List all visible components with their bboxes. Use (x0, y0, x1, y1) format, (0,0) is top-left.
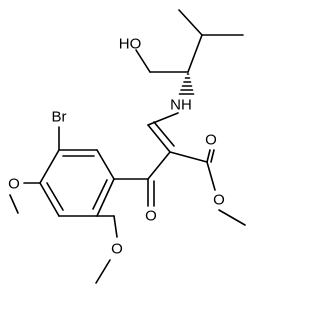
hashed-wedge-bond (178, 73, 195, 95)
bond-o-bottom-to-methyl (95, 259, 111, 284)
bond-ester-c-to-o-double-a (206, 149, 211, 163)
bond-calpha-to-ester-c (169, 151, 208, 163)
isopropyl-group (178, 9, 244, 73)
bond-ch-to-calpha-double (153, 121, 175, 147)
structure-diagram: HO NH Br O O O O O (8, 9, 246, 284)
bond-iso-to-chiral (187, 34, 203, 73)
bond-calpha-to-ketone-c (147, 151, 171, 180)
ketone-group (113, 151, 171, 207)
bond-n-to-ch (147, 112, 179, 126)
molecule-canvas: HO NH Br O O O O O (8, 9, 246, 284)
bond-o-left-to-methyl (9, 194, 19, 214)
ester-carbonyl-o-label: O (205, 132, 217, 149)
bond-ester-c-to-o (206, 161, 216, 191)
hydroxymethyl-group (135, 49, 189, 73)
enamine-chain (147, 112, 179, 153)
amine-label: NH (170, 97, 192, 114)
ketone-o-label: O (145, 208, 157, 225)
ester-group (169, 149, 246, 226)
bond-ring-to-o-bottom (113, 215, 118, 238)
bromine-label: Br (52, 109, 67, 126)
methoxy-left (9, 182, 41, 214)
benzene-ring (39, 149, 115, 217)
hydroxyl-label: HO (119, 36, 142, 53)
bond-ester-c-to-o-double-b (210, 149, 215, 163)
ring-methoxy-bottom-o-label: O (111, 241, 123, 258)
bond-iso-ch3-left (178, 9, 203, 36)
methoxy-bottom (95, 215, 118, 284)
ester-methoxy-o-label: O (213, 192, 225, 209)
bond-o-to-methyl (218, 209, 246, 226)
ring-methoxy-top-o-label: O (8, 176, 20, 193)
bond-ch2-to-oh (135, 49, 151, 73)
bond-ch-to-calpha (147, 124, 171, 153)
